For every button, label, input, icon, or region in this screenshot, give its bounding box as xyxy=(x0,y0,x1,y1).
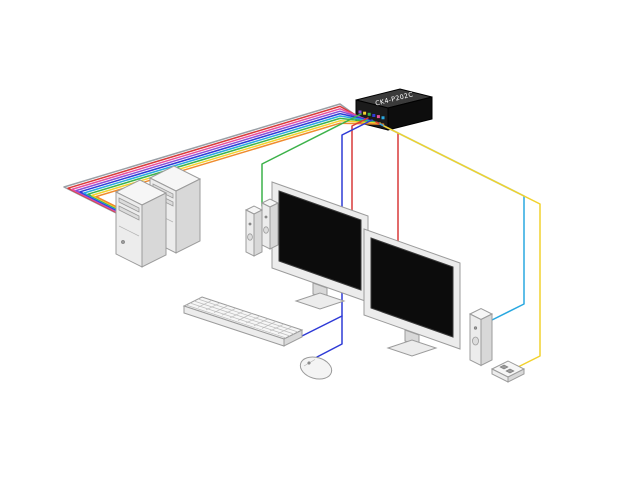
remote-selector-button-1 xyxy=(499,364,509,370)
left-speaker-rear-side xyxy=(269,202,279,250)
mouse xyxy=(299,356,333,380)
kvm-port-4 xyxy=(372,114,376,117)
video-cable-monitor1 xyxy=(351,117,369,217)
audio-cable-left-speakers xyxy=(261,113,362,207)
monitor-1-stand-base xyxy=(294,292,346,310)
monitor-2-stand-base xyxy=(386,339,438,357)
left-speaker-rear-driver xyxy=(263,226,269,234)
pc-tower-1-floppy-slot xyxy=(118,225,140,237)
keyboard xyxy=(182,296,304,347)
speaker-right-side xyxy=(480,313,493,367)
left-speaker-front-side xyxy=(253,209,263,257)
cable-bundle-to-computers xyxy=(63,103,385,219)
pc-tower-1-drive-bay-1 xyxy=(118,197,140,213)
remote-selector-button-2 xyxy=(505,368,515,374)
speaker-right xyxy=(468,307,494,367)
speaker-right-driver xyxy=(472,336,479,346)
keyboard-cable-branch xyxy=(297,315,343,339)
peripheral-cables xyxy=(261,113,541,369)
left-speaker-front-driver xyxy=(247,233,253,241)
mouse-body xyxy=(299,356,333,380)
left-speaker-rear-front xyxy=(261,202,271,250)
keyboard-side xyxy=(283,329,303,347)
pc-tower-1-power-button xyxy=(121,240,125,244)
left-speaker-front-front xyxy=(245,209,255,257)
bundle-cable-orange xyxy=(95,122,385,213)
pc-tower-1-side xyxy=(141,192,167,268)
kvm-port-5 xyxy=(376,115,380,119)
kvm-port-1 xyxy=(358,110,362,114)
kvm-port-2 xyxy=(363,111,367,115)
remote-cable xyxy=(383,125,541,369)
mouse-scroll-wheel xyxy=(307,361,311,365)
kvm-port-3 xyxy=(367,112,371,116)
remote-selector-side xyxy=(507,368,525,383)
keyboard-key-columns xyxy=(197,299,293,335)
speaker-right-tweeter xyxy=(473,326,478,330)
left-speaker-front-tweeter xyxy=(248,222,252,226)
remote-selector xyxy=(490,360,526,383)
left-speaker-rear xyxy=(260,198,280,250)
pc-tower-2-side xyxy=(175,178,201,254)
speakers-left xyxy=(244,198,280,257)
monitor-1-screen xyxy=(278,190,362,291)
monitor-1 xyxy=(271,181,369,310)
left-speaker-rear-tweeter xyxy=(264,215,268,219)
monitor-2-screen xyxy=(370,237,454,338)
kvm-switch-side-face xyxy=(387,96,433,131)
pc-tower-1-drive-bay-2 xyxy=(118,205,140,221)
left-speaker-front xyxy=(244,205,264,257)
monitor-2 xyxy=(363,228,461,357)
kvm-port-6 xyxy=(381,116,385,120)
pc-tower-1 xyxy=(114,179,168,268)
